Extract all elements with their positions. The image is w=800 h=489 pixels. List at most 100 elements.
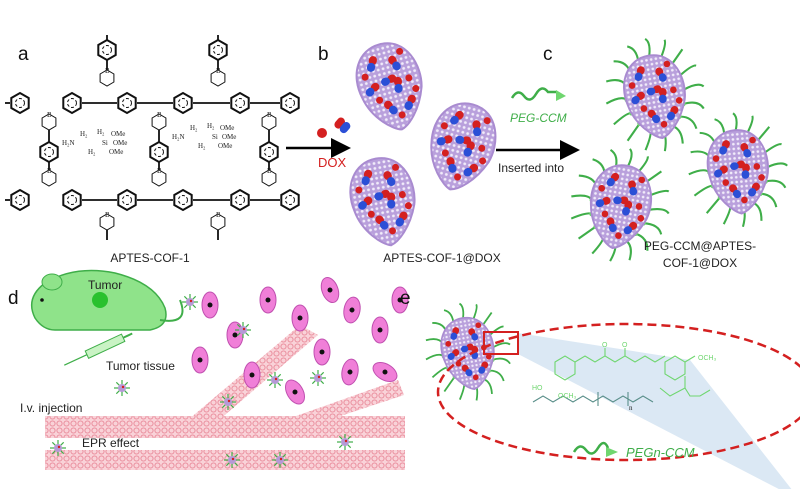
tumor-cell [285,379,305,405]
panel-label-a: a [18,44,29,65]
capsule-blue-half [455,135,465,144]
dox-capsule-icon [317,117,351,138]
repeat-n: n [629,404,633,412]
dox-capsule [460,343,474,353]
capsule-blue-half [608,223,617,233]
aromatic-circle [67,195,77,205]
capsule-blue-half [471,333,479,341]
capsule-blue-half [659,94,667,104]
dox-capsule [361,169,373,186]
capsule-blue-half [463,167,473,177]
boron-label: B [267,111,272,119]
dox-molecule [675,97,683,104]
ch2-label: H₂ [88,148,96,156]
dox-dot [57,445,61,449]
capsule-blue-half [631,96,640,105]
boron-label: B [105,67,110,75]
particle-core [228,456,236,464]
capsule-blue-half [732,189,742,199]
peg-ccm-chain [760,192,778,208]
capsule-blue-half [381,77,390,86]
ch2-label: H₂ [198,142,206,150]
capsule-blue-half [666,111,676,121]
benzene-ring [149,140,169,164]
benzene-ring [62,188,82,212]
dox-capsule [634,66,645,81]
peg-ccm-legend-icon [572,441,618,457]
boron-label: B [105,211,110,219]
capsule-blue-half [623,226,633,235]
panel-label-b: b [318,44,329,65]
dox-molecule [722,179,730,186]
dox-molecule [454,173,462,181]
dox-molecule [601,210,609,218]
capsule-red-half [446,157,455,167]
particle-core [239,326,247,334]
cell-nucleus [397,297,403,303]
cell-nucleus [382,369,388,375]
benzene-ring [117,188,137,212]
benzene-ring [173,91,193,115]
dox-capsule [450,327,460,340]
cell-nucleus [197,357,203,363]
boron-label: B [157,167,162,175]
dox-capsule [478,361,489,374]
dox-capsule [383,171,396,187]
ch2-label: H₂ [190,124,198,132]
dox-capsule [606,172,620,187]
peg-ccm-chain [425,353,445,361]
tumor-cell [243,361,261,389]
tumor-cell [291,304,309,332]
dox-capsule [714,165,728,178]
cof-particle [425,302,511,401]
dox-molecule [749,136,756,144]
dox-dot [279,457,283,461]
benzene-ring [230,91,250,115]
dox-molecule [478,144,486,152]
capsule-blue-half [450,332,458,340]
nanoparticle [310,370,326,386]
zoom-detail-ellipse [436,322,800,462]
aromatic-circle [285,195,295,205]
dox-molecule [440,122,448,130]
peg-ccm-chain [443,376,456,393]
silicon-label: Si [212,133,218,141]
dox-molecule [412,84,420,92]
peg-ccm-chain [688,169,711,176]
capsule-blue-half [595,199,605,208]
dox-molecule [388,227,396,235]
peg-ccm-chain [679,115,698,129]
peg-ccm-chain [571,194,593,201]
capsule-blue-half [646,87,656,96]
aromatic-circle [178,195,188,205]
tumor-cell [313,338,331,366]
benzene-ring [97,38,117,62]
benzene-ring [280,91,300,115]
cell-nucleus [207,302,213,308]
capsule-blue-half [365,87,375,97]
dox-label: DOX [318,155,347,170]
aromatic-circle [178,98,188,108]
dox-molecule [398,111,406,119]
dox-molecule [483,117,491,125]
capsule-blue-half [465,369,473,377]
tumor-cell [226,321,244,349]
caption-peg-ccm-line1: PEG-CCM@APTES- [644,239,756,253]
dox-capsule [450,110,464,125]
dox-molecule [637,214,645,222]
benzene-ring [208,38,228,62]
peg-ccm-aptes-cof-1-dox-particles [570,37,788,262]
capsule-blue-half [447,352,455,360]
capsule-blue-half [658,73,667,82]
methoxy-label-1: OCH₃ [558,393,577,400]
dox-molecule [472,374,479,381]
boroxine-ring [41,169,57,187]
capsule-blue-half [358,201,367,210]
caption-peg-ccm-line2: COF-1@DOX [663,256,737,270]
dox-dot [344,439,348,443]
peg-ccm-chain [605,97,628,105]
dox-molecule [376,96,384,104]
peg-ccm-chain [492,357,511,365]
